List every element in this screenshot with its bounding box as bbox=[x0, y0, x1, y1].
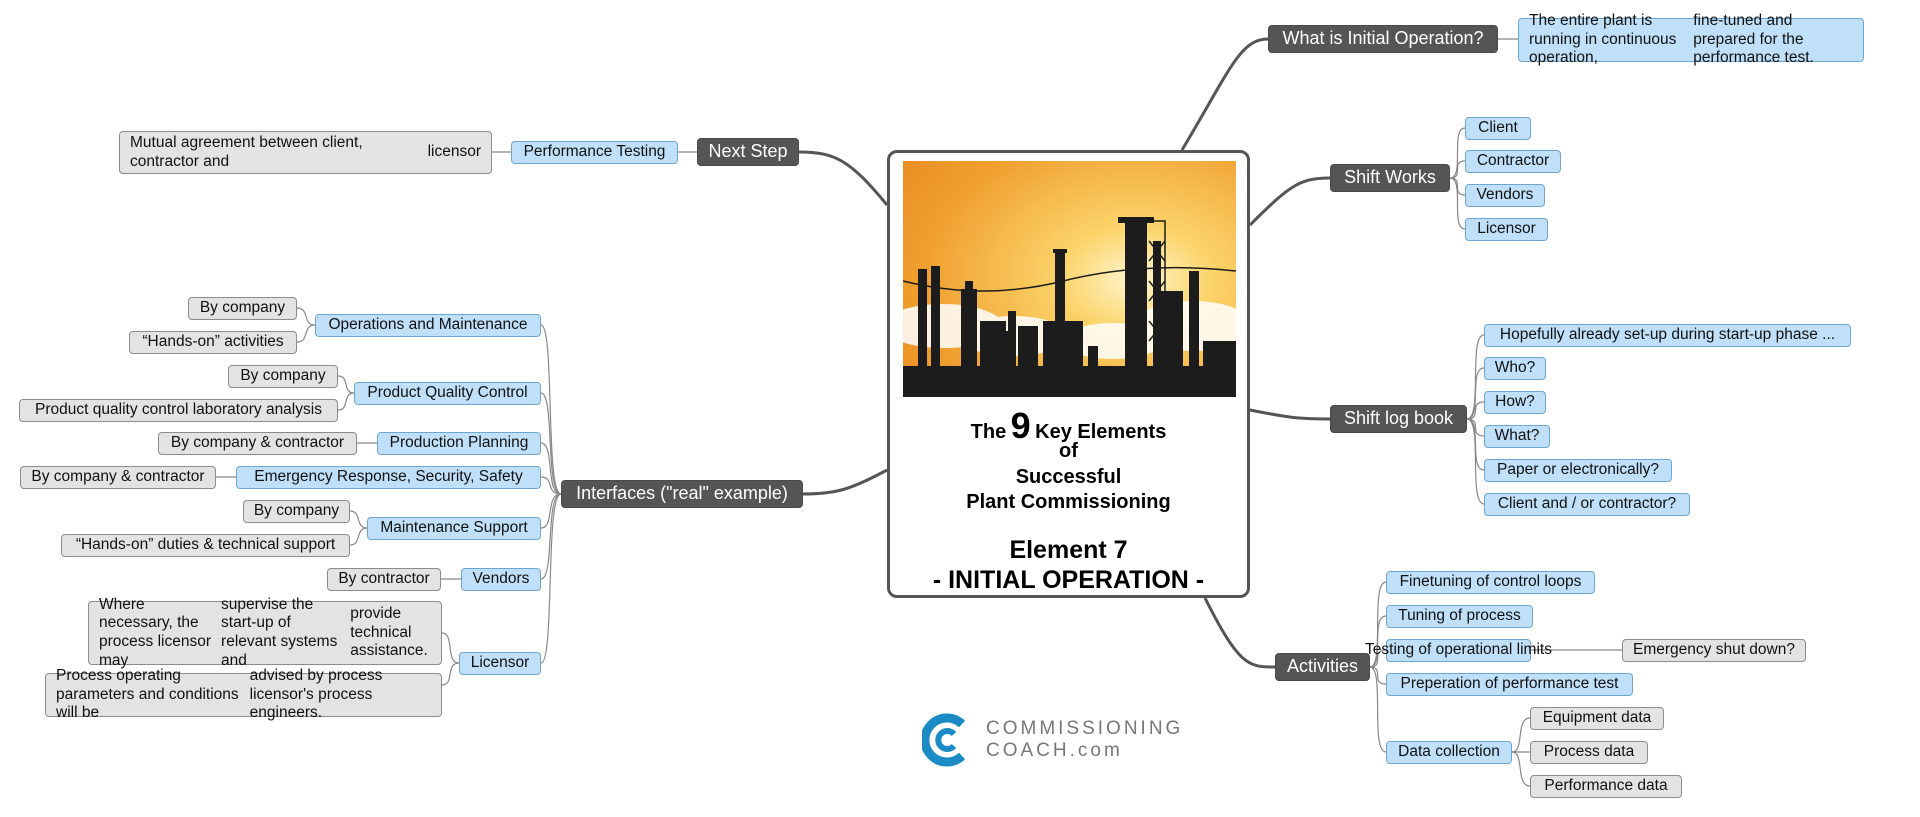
data-equipment[interactable]: Equipment data bbox=[1530, 707, 1664, 730]
pqc-by-company[interactable]: By company bbox=[228, 365, 338, 388]
log-book-what[interactable]: What? bbox=[1484, 425, 1550, 448]
topic-what-is-initial-operation[interactable]: What is Initial Operation? bbox=[1268, 25, 1498, 53]
ms-by-company[interactable]: By company bbox=[243, 500, 350, 523]
shift-works-vendors[interactable]: Vendors bbox=[1465, 184, 1545, 207]
shift-works-licensor[interactable]: Licensor bbox=[1465, 218, 1548, 241]
vendors-by-contractor[interactable]: By contractor bbox=[327, 568, 441, 591]
title-suffix: Key Elements bbox=[1035, 421, 1167, 443]
interface-maintenance-support[interactable]: Maintenance Support bbox=[367, 517, 541, 540]
data-process[interactable]: Process data bbox=[1530, 741, 1648, 764]
activity-data-collection[interactable]: Data collection bbox=[1386, 741, 1512, 764]
element-number: Element 7 bbox=[1009, 536, 1128, 564]
activity-testing-limits[interactable]: Testing of operational limits bbox=[1365, 639, 1552, 662]
log-book-who[interactable]: Who? bbox=[1484, 357, 1546, 380]
logo-line-1: COMMISSIONING bbox=[986, 718, 1184, 740]
log-book-how[interactable]: How? bbox=[1484, 391, 1546, 414]
ops-by-company[interactable]: By company bbox=[188, 297, 297, 320]
agreement-line-2: licensor bbox=[427, 143, 481, 161]
activity-tuning[interactable]: Tuning of process bbox=[1386, 605, 1533, 628]
commissioning-coach-logo: COMMISSIONING COACH.com bbox=[922, 713, 1183, 767]
licensor-note1-line-3: provide technical assistance. bbox=[350, 605, 428, 660]
log-book-medium[interactable]: Paper or electronically? bbox=[1484, 459, 1672, 482]
ops-hands-on[interactable]: “Hands-on” activities bbox=[129, 331, 297, 354]
topic-next-step[interactable]: Next Step bbox=[697, 138, 799, 166]
log-book-owner[interactable]: Client and / or contractor? bbox=[1484, 493, 1690, 516]
activity-testing-limits-label: Testing of operational limits bbox=[1365, 641, 1552, 659]
ers-by-company-contractor[interactable]: By company & contractor bbox=[20, 466, 216, 489]
title-line-2: of bbox=[1059, 440, 1078, 462]
shift-works-contractor[interactable]: Contractor bbox=[1465, 150, 1561, 173]
definition-line-2: fine-tuned and prepared for the performa… bbox=[1693, 12, 1814, 67]
logo-line-2: COACH.com bbox=[986, 740, 1123, 761]
shift-works-client[interactable]: Client bbox=[1465, 117, 1531, 140]
licensor-supervision-note[interactable]: Where necessary, the process licensor ma… bbox=[88, 596, 442, 669]
next-step-agreement-note[interactable]: Mutual agreement between client, contrac… bbox=[119, 131, 492, 174]
interface-product-quality-control[interactable]: Product Quality Control bbox=[354, 382, 541, 405]
emergency-shutdown-note[interactable]: Emergency shut down? bbox=[1622, 639, 1806, 662]
title-number: 9 bbox=[1010, 405, 1031, 446]
initial-operation-definition[interactable]: The entire plant is running in continuou… bbox=[1518, 12, 1864, 66]
activity-finetuning[interactable]: Finetuning of control loops bbox=[1386, 571, 1595, 594]
title-line-4: Plant Commissioning bbox=[966, 491, 1171, 513]
agreement-line-1: Mutual agreement between client, contrac… bbox=[130, 133, 363, 170]
central-topic-card[interactable]: The 9 Key Elements of Successful Plant C… bbox=[887, 150, 1250, 598]
pp-by-company-contractor[interactable]: By company & contractor bbox=[158, 432, 357, 455]
licensor-note1-line-2: supervise the start-up of relevant syste… bbox=[221, 595, 338, 669]
title-line-3: Successful bbox=[1015, 466, 1122, 488]
interface-production-planning[interactable]: Production Planning bbox=[377, 432, 541, 455]
ms-hands-on-duties[interactable]: “Hands-on” duties & technical support bbox=[61, 534, 350, 557]
pqc-lab-analysis[interactable]: Product quality control laboratory analy… bbox=[19, 399, 338, 422]
interface-vendors[interactable]: Vendors bbox=[461, 568, 541, 591]
licensor-parameters-note[interactable]: Process operating parameters and conditi… bbox=[45, 667, 442, 721]
log-book-setup[interactable]: Hopefully already set-up during start-up… bbox=[1484, 324, 1851, 347]
logo-mark-icon bbox=[922, 713, 966, 767]
data-performance[interactable]: Performance data bbox=[1530, 775, 1682, 798]
next-step-performance-testing[interactable]: Performance Testing bbox=[511, 141, 678, 164]
licensor-note2-line-2: advised by process licensor's process en… bbox=[249, 667, 383, 722]
refinery-skyline-image bbox=[903, 161, 1236, 397]
topic-interfaces[interactable]: Interfaces ("real" example) bbox=[561, 480, 803, 508]
title-prefix: The bbox=[970, 421, 1007, 443]
interface-emergency-response[interactable]: Emergency Response, Security, Safety bbox=[236, 466, 541, 489]
topic-shift-works[interactable]: Shift Works bbox=[1330, 164, 1450, 192]
topic-shift-log-book[interactable]: Shift log book bbox=[1330, 405, 1467, 433]
definition-line-1: The entire plant is running in continuou… bbox=[1529, 12, 1677, 67]
element-name: - INITIAL OPERATION - bbox=[932, 566, 1205, 594]
activity-performance-prep[interactable]: Preperation of performance test bbox=[1386, 673, 1633, 696]
licensor-note1-line-1: Where necessary, the process licensor ma… bbox=[99, 595, 211, 669]
licensor-note2-line-1: Process operating parameters and conditi… bbox=[56, 667, 239, 722]
interface-operations-maintenance[interactable]: Operations and Maintenance bbox=[315, 314, 541, 337]
interface-licensor[interactable]: Licensor bbox=[459, 652, 541, 675]
topic-activities[interactable]: Activities bbox=[1275, 653, 1370, 681]
